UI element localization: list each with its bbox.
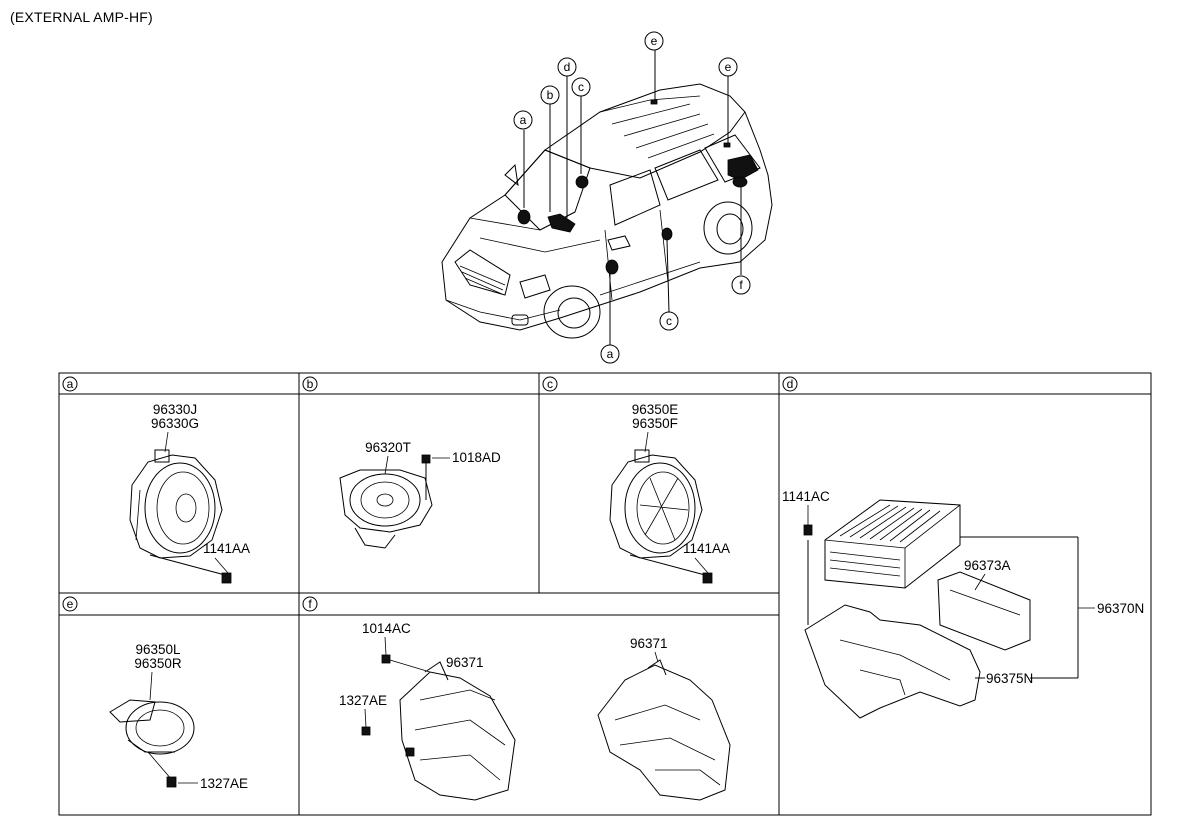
panel-b-tweeter: 96320T 1018AD [339,440,501,549]
callout-e-roof: e [644,31,664,51]
panel-label-b: b [302,376,318,392]
callout-a-top: a [513,110,533,130]
panel-label-c: c [542,376,558,392]
part-96350F: 96350F [632,416,678,431]
panel-label-d: d [782,376,798,392]
callout-leaders [523,50,742,345]
callout-d-top: d [557,57,577,77]
svg-text:a: a [520,113,527,127]
callout-f: f [731,275,751,295]
panel-c-speaker: 96350E 96350F 1141AA [609,402,730,584]
callout-a-bottom: a [600,344,620,364]
part-96371-right: 96371 [630,636,668,651]
callout-c-top: c [571,77,591,97]
part-1327AE-f: 1327AE [339,693,387,708]
panel-label-a: a [62,376,78,392]
part-96375N: 96375N [986,671,1033,686]
svg-text:d: d [787,377,794,391]
part-96330G: 96330G [151,416,199,431]
part-1141AA: 1141AA [683,541,730,556]
svg-text:c: c [547,377,553,391]
panel-a-speaker: 96330J 96330G 1141AA [129,402,250,584]
callout-e-rear: e [718,57,738,77]
svg-text:f: f [308,597,312,611]
svg-text:b: b [307,377,314,391]
panel-d-amplifier: 1141AC 96373A 96370N 96375N [782,489,1144,719]
panel-e-speaker: 96350L 96350R 1327AE [109,642,248,791]
svg-text:e: e [67,597,74,611]
part-96350E: 96350E [632,402,679,417]
part-96373A: 96373A [964,558,1011,573]
callout-c-bottom: c [659,311,679,331]
callout-b-top: b [540,85,560,105]
vehicle-overview [441,83,773,339]
part-1018AD: 1018AD [452,450,501,465]
part-96371-left: 96371 [446,655,484,670]
svg-text:c: c [578,80,584,94]
part-1327AE: 1327AE [200,776,248,791]
panel-label-e: e [62,596,78,612]
panel-label-f: f [302,596,318,612]
svg-text:a: a [67,377,74,391]
part-96330J: 96330J [153,402,197,417]
part-96370N: 96370N [1097,601,1144,616]
part-1014AC: 1014AC [362,621,411,636]
part-96320T: 96320T [365,440,411,455]
svg-text:c: c [666,314,672,328]
part-96350L: 96350L [135,642,181,657]
svg-text:a: a [607,347,614,361]
panel-grid [58,372,1152,816]
svg-text:d: d [564,60,571,74]
panel-f-woofer-right: 96371 [597,636,731,801]
svg-text:e: e [725,60,732,74]
svg-text:e: e [651,34,658,48]
part-1141AC: 1141AC [782,489,830,504]
svg-text:f: f [739,278,743,292]
svg-text:b: b [547,88,554,102]
part-96350R: 96350R [134,656,182,671]
part-1141AA: 1141AA [203,541,250,556]
page-title: (EXTERNAL AMP-HF) [10,9,153,25]
panel-f-woofer-left: 1014AC 96371 1327AE [339,621,516,801]
